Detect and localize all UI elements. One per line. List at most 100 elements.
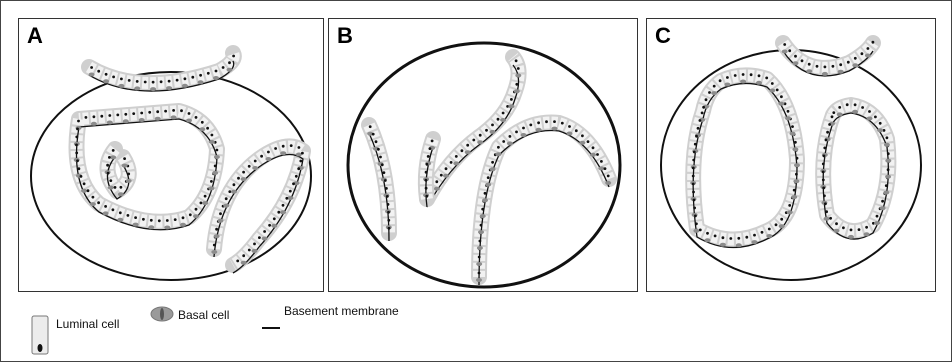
luminal-nucleus <box>607 175 610 178</box>
luminal-nucleus <box>881 200 884 203</box>
luminal-nucleus <box>292 182 295 185</box>
basal-cell <box>180 223 186 227</box>
luminal-nucleus <box>425 187 428 190</box>
luminal-nucleus <box>825 210 828 213</box>
luminal-nucleus <box>97 201 100 204</box>
basal-cell <box>482 198 488 202</box>
luminal-nucleus <box>215 70 218 73</box>
luminal-nucleus <box>776 89 779 92</box>
luminal-nucleus <box>214 165 217 168</box>
luminal-nucleus <box>788 204 791 207</box>
basal-cell <box>567 132 573 136</box>
luminal-nucleus <box>832 65 835 68</box>
basal-cell <box>199 127 205 131</box>
luminal-nucleus <box>765 77 768 80</box>
luminal-nucleus <box>273 217 276 220</box>
panel-c: C <box>646 18 936 292</box>
luminal-nucleus <box>381 163 384 166</box>
luminal-nucleus <box>78 167 81 170</box>
luminal-nucleus <box>108 114 111 117</box>
luminal-nucleus <box>587 140 590 143</box>
luminal-nucleus <box>107 172 110 175</box>
luminal-nucleus <box>497 118 500 121</box>
luminal-nucleus <box>822 171 825 174</box>
panel-a: A <box>18 18 324 292</box>
luminal-nucleus <box>753 234 756 237</box>
basal-cell <box>785 116 791 120</box>
luminal-nucleus <box>729 237 732 240</box>
luminal-nucleus <box>726 76 729 79</box>
luminal-nucleus <box>128 79 131 82</box>
basal-cell <box>485 183 491 187</box>
luminal-nucleus <box>517 67 520 70</box>
luminal-nucleus <box>263 230 266 233</box>
basal-cell <box>110 155 116 159</box>
basal-cell <box>108 186 114 190</box>
luminal-nucleus <box>575 129 578 132</box>
luminal-nucleus <box>114 186 117 189</box>
basal-cell <box>107 121 113 125</box>
luminal-nucleus <box>237 177 240 180</box>
basal-cell <box>218 219 224 223</box>
luminal-nucleus <box>75 136 78 139</box>
luminal-nucleus <box>182 216 185 219</box>
basal-cell <box>766 234 772 238</box>
tubule-left-epithelium <box>690 73 800 247</box>
basal-cell <box>779 224 785 228</box>
basal-cell <box>453 161 459 165</box>
luminal-nucleus <box>76 159 79 162</box>
luminal-nucleus <box>522 127 525 130</box>
luminal-nucleus <box>835 222 838 225</box>
luminal-nucleus <box>258 236 261 239</box>
luminal-nucleus <box>191 76 194 79</box>
luminal-nucleus <box>174 218 177 221</box>
basement-membrane-label: Basement membrane <box>284 304 399 318</box>
luminal-nucleus <box>794 141 797 144</box>
luminal-nucleus <box>267 151 270 154</box>
luminal-nucleus <box>823 155 826 158</box>
tubule-right-epithelium <box>820 103 891 239</box>
luminal-nucleus <box>108 156 111 159</box>
luminal-nucleus <box>719 79 722 82</box>
luminal-nucleus <box>502 140 505 143</box>
basal-cell <box>171 115 177 119</box>
basal-cell <box>490 167 496 171</box>
panel-c-label: C <box>655 23 671 49</box>
basal-cell <box>122 164 128 168</box>
luminal-nucleus <box>480 224 483 227</box>
luminal-nucleus <box>431 140 434 143</box>
luminal-nucleus <box>134 216 137 219</box>
basal-cell <box>89 73 95 77</box>
basal-cell <box>209 140 215 144</box>
luminal-nucleus <box>825 139 828 142</box>
luminal-nucleus <box>695 222 698 225</box>
luminal-nucleus <box>831 115 834 118</box>
basal-cell <box>182 84 188 88</box>
luminal-nucleus <box>887 168 890 171</box>
luminal-nucleus <box>879 122 882 125</box>
luminal-nucleus <box>228 190 231 193</box>
luminal-nucleus <box>206 127 209 130</box>
luminal-nucleus <box>248 249 251 252</box>
basal-cell <box>515 74 521 78</box>
luminal-nucleus <box>604 167 607 170</box>
luminal-nucleus <box>242 254 245 257</box>
basal-cell-nucleus <box>160 308 164 320</box>
luminal-nucleus <box>104 205 107 208</box>
luminal-nucleus <box>847 61 850 64</box>
luminal-nucleus <box>232 55 235 58</box>
luminal-nucleus <box>702 106 705 109</box>
luminal-nucleus <box>150 219 153 222</box>
basal-cell <box>720 243 726 247</box>
luminal-nucleus <box>207 72 210 75</box>
luminal-nucleus <box>529 124 532 127</box>
legend: Luminal cell Basal cell Basement membran… <box>0 300 952 360</box>
basal-cell <box>241 261 247 265</box>
luminal-nucleus <box>120 186 123 189</box>
luminal-nucleus <box>695 135 698 138</box>
luminal-nucleus <box>868 110 871 113</box>
luminal-nucleus <box>76 128 79 131</box>
luminal-nucleus <box>201 121 204 124</box>
luminal-nucleus <box>285 197 288 200</box>
luminal-nucleus <box>298 146 301 149</box>
